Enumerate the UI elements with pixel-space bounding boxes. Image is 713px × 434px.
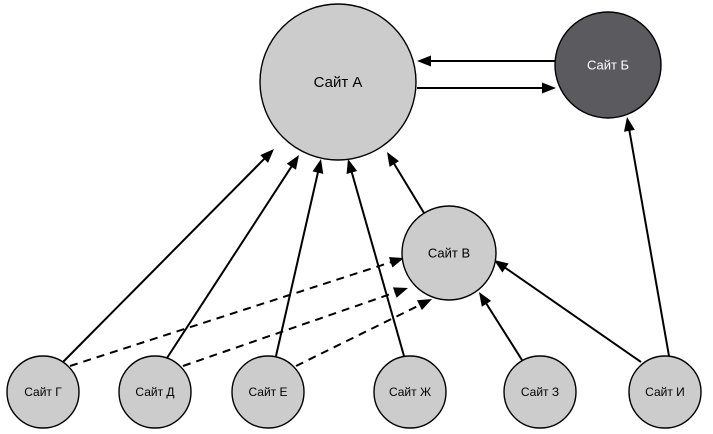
arrowhead-icon (417, 299, 432, 311)
arrowhead-icon (479, 292, 492, 307)
node-z[interactable]: Сайт З (503, 355, 577, 429)
node-v[interactable]: Сайт В (401, 205, 497, 301)
arrowhead-icon (346, 159, 358, 174)
node-i[interactable]: Сайт И (628, 355, 702, 429)
edge-d-to-a (166, 155, 299, 359)
edge-z-to-v (479, 292, 523, 361)
arrowhead-icon (417, 55, 431, 67)
edge-line (182, 290, 399, 367)
edge-line (483, 300, 523, 361)
node-b[interactable]: Сайт Б (554, 11, 662, 119)
edge-line (349, 168, 405, 357)
edge-v-to-a (387, 152, 425, 214)
edge-g-to-v (69, 257, 404, 367)
edge-line (295, 302, 424, 367)
node-e[interactable]: Сайт Е (231, 355, 305, 429)
arrowhead-icon (286, 155, 299, 170)
node-circle[interactable] (628, 355, 702, 429)
arrowhead-icon (542, 82, 556, 94)
edge-b-to-a (417, 55, 556, 67)
edge-line (275, 169, 320, 357)
edge-g-to-a (62, 149, 274, 363)
arrowhead-icon (388, 257, 404, 268)
node-a[interactable]: Сайт А (259, 3, 417, 161)
node-zh[interactable]: Сайт Ж (373, 355, 447, 429)
arrowhead-icon (260, 149, 274, 163)
edge-line (627, 127, 670, 357)
node-circle[interactable] (118, 355, 192, 429)
edge-line (166, 163, 295, 359)
arrowhead-icon (392, 287, 408, 298)
edge-e-to-a (275, 159, 324, 357)
edge-line (62, 155, 268, 363)
edge-line (502, 265, 642, 363)
edge-a-to-b (417, 82, 556, 94)
nodes-layer: Сайт А Сайт Б Сайт В Сайт Г Сайт Д Сайт Е Сайт… (6, 3, 702, 429)
edge-d-to-v (182, 287, 408, 367)
arrowhead-icon (387, 152, 399, 167)
edge-i-to-v (494, 260, 642, 363)
node-circle[interactable] (401, 205, 497, 301)
edges-layer (62, 55, 670, 367)
edge-e-to-v (295, 299, 432, 367)
edge-line (391, 160, 425, 214)
node-circle[interactable] (373, 355, 447, 429)
node-circle[interactable] (231, 355, 305, 429)
node-circle[interactable] (503, 355, 577, 429)
edge-i-to-b (624, 117, 670, 357)
node-d[interactable]: Сайт Д (118, 355, 192, 429)
edge-line (69, 260, 395, 367)
arrowhead-icon (494, 260, 509, 273)
edge-zh-to-a (346, 159, 405, 357)
arrowhead-icon (312, 159, 324, 174)
node-circle[interactable] (6, 355, 80, 429)
node-circle[interactable] (554, 11, 662, 119)
node-circle[interactable] (259, 3, 417, 161)
node-g[interactable]: Сайт Г (6, 355, 80, 429)
arrowhead-icon (624, 117, 635, 132)
